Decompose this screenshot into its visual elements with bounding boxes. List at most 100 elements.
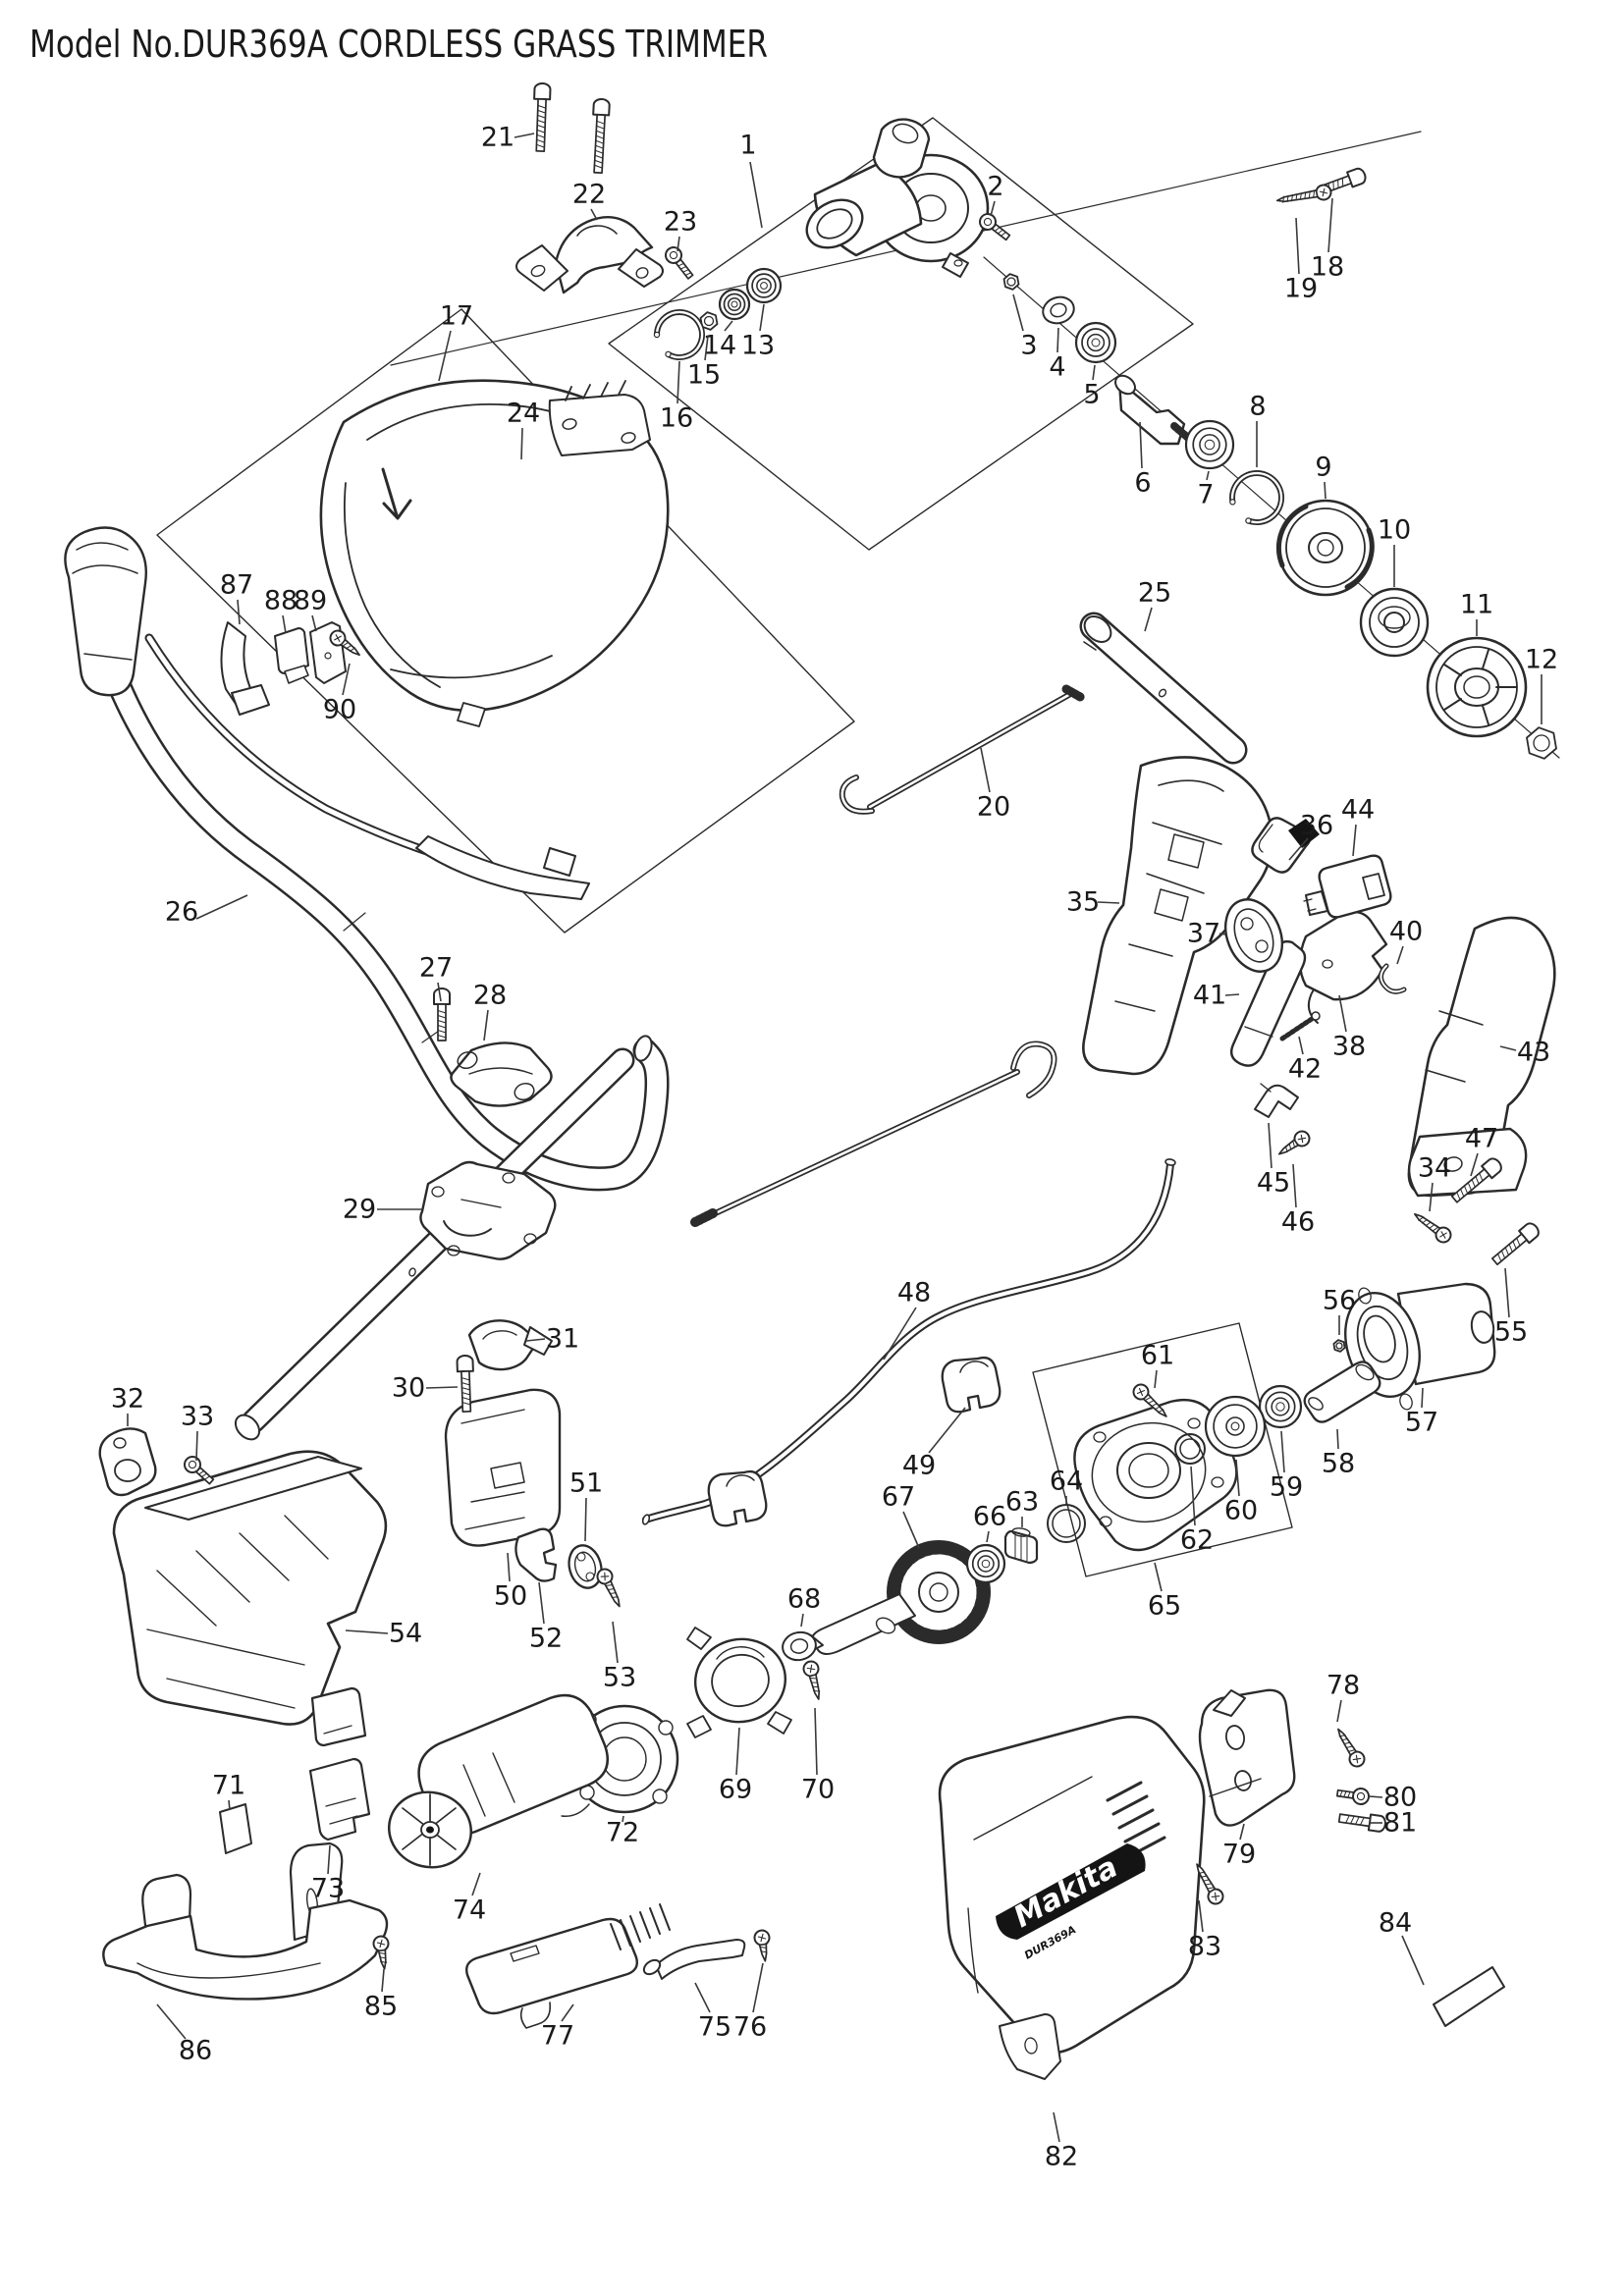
part-81-path	[1360, 1817, 1365, 1826]
bearing-flange-65	[1073, 1398, 1238, 1552]
leader-line-76	[752, 1962, 764, 2013]
part-21-path	[536, 119, 546, 124]
pipe-25-path	[1083, 641, 1097, 651]
loop-handle-26-ellipse	[633, 1035, 653, 1062]
part-number-27: 27	[419, 953, 453, 984]
side-cover-79-ellipse	[1224, 1725, 1246, 1750]
callout-2: 2	[979, 172, 1011, 241]
baffle-69-path	[686, 1715, 712, 1738]
callout-31: 31	[525, 1324, 579, 1355]
armature-67-circle	[918, 1572, 959, 1613]
part-85-path	[378, 1951, 387, 1954]
grommet-51	[568, 1544, 603, 1589]
part-number-38: 38	[1332, 1032, 1366, 1062]
part-19-path	[1304, 191, 1307, 199]
part-33-path	[203, 1475, 211, 1480]
callout-34: 34	[1414, 1153, 1452, 1244]
motor-housing-54-path	[146, 1515, 329, 1709]
callout-65: 65	[1148, 1562, 1181, 1622]
stator-72-circle	[658, 1720, 674, 1735]
part-number-52: 52	[529, 1624, 563, 1654]
part-70-path	[811, 1685, 820, 1688]
part-number-31: 31	[546, 1324, 579, 1355]
callout-6: 6	[1134, 421, 1152, 499]
bearing-flange-65-ellipse	[1116, 1442, 1181, 1499]
guard-cover-24-path	[548, 394, 651, 456]
part-number-11: 11	[1460, 590, 1493, 620]
leader-line-69	[735, 1727, 740, 1776]
spool-plate-10-circle	[1383, 612, 1405, 633]
cable-48-ellipse	[1164, 1158, 1176, 1166]
part-55-path	[1518, 1222, 1540, 1245]
part-8-circle	[1229, 499, 1236, 506]
part-16-path	[655, 310, 704, 359]
gearbox-housing-57-path	[1396, 1282, 1496, 1386]
leader-line-75	[694, 1982, 711, 2013]
part-number-85: 85	[364, 1992, 398, 2022]
handle-housing-right-43-path	[1407, 1127, 1528, 1198]
part-number-54: 54	[389, 1619, 422, 1649]
leader-line-1	[749, 161, 763, 229]
part-2-circle	[983, 217, 993, 227]
part-70-path	[806, 1664, 816, 1674]
part-number-5: 5	[1083, 380, 1100, 410]
guard-cover-24-path	[319, 379, 670, 713]
part-19-path	[1286, 194, 1289, 203]
bearing-flange-65-ellipse	[1128, 1453, 1169, 1488]
spindle-6-ellipse	[1114, 374, 1136, 396]
main-housing-82-path	[1106, 1781, 1166, 1857]
leader-line-5	[1092, 364, 1096, 381]
block-88	[274, 627, 309, 684]
spool-plate-10	[1359, 587, 1430, 658]
callout-5: 5	[1074, 321, 1117, 410]
grommet-51-circle	[576, 1552, 586, 1562]
callout-38: 38	[1332, 994, 1366, 1062]
leader-line-15	[704, 335, 709, 361]
pipe-clamp-22-ellipse	[530, 264, 546, 278]
part-83-glyph	[1196, 1863, 1224, 1905]
part-46-path	[1277, 1139, 1299, 1155]
hanger-32-ellipse	[114, 1459, 141, 1482]
diagram-title: Model No.DUR369A CORDLESS GRASS TRIMMER	[29, 23, 768, 66]
flange-wheel-11-ellipse	[1463, 675, 1490, 699]
shift-lever-75-ellipse	[642, 1958, 662, 1976]
part-number-60: 60	[1224, 1496, 1258, 1526]
part-80-path	[1343, 1790, 1347, 1798]
part-47-path	[1456, 1191, 1461, 1201]
part-15-path	[699, 311, 719, 331]
part-23-glyph	[665, 246, 694, 280]
spool-9	[1275, 499, 1375, 597]
part-61-path	[1151, 1403, 1158, 1408]
part-number-69: 69	[719, 1775, 752, 1805]
clip-40-path	[1380, 965, 1405, 993]
part-23-path	[677, 262, 684, 267]
part-46-path	[1288, 1143, 1292, 1150]
part-76-glyph	[753, 1929, 771, 1962]
part-78-path	[1345, 1745, 1353, 1748]
leader-line-84	[1401, 1935, 1425, 1986]
part-47-path	[1467, 1182, 1472, 1192]
callout-8: 8	[1229, 392, 1285, 526]
part-81-path	[1355, 1816, 1360, 1825]
trigger-38-path	[1298, 910, 1388, 1001]
part-22-glyph	[592, 98, 611, 174]
handle-bracket-29-path	[443, 1220, 492, 1237]
callout-30: 30	[392, 1355, 474, 1413]
callout-58: 58	[1322, 1428, 1355, 1479]
main-shaft-pipe	[234, 1047, 635, 1441]
part-34-path	[1414, 1212, 1441, 1235]
part-2-path	[994, 227, 1001, 232]
part-80-path	[1339, 1789, 1343, 1797]
spool-plate-10-ellipse	[1378, 606, 1411, 629]
part-number-21: 21	[481, 123, 514, 153]
leader-line-73	[327, 1844, 331, 1875]
switch-44-path	[1362, 873, 1385, 900]
gear-head-1-ellipse	[816, 208, 853, 240]
part-78-glyph	[1337, 1728, 1366, 1768]
part-number-42: 42	[1288, 1054, 1322, 1085]
baffle-69-path	[716, 1646, 765, 1660]
part-27-path	[437, 1030, 447, 1034]
part-23-path	[682, 269, 689, 273]
part-2-path	[1001, 232, 1006, 237]
